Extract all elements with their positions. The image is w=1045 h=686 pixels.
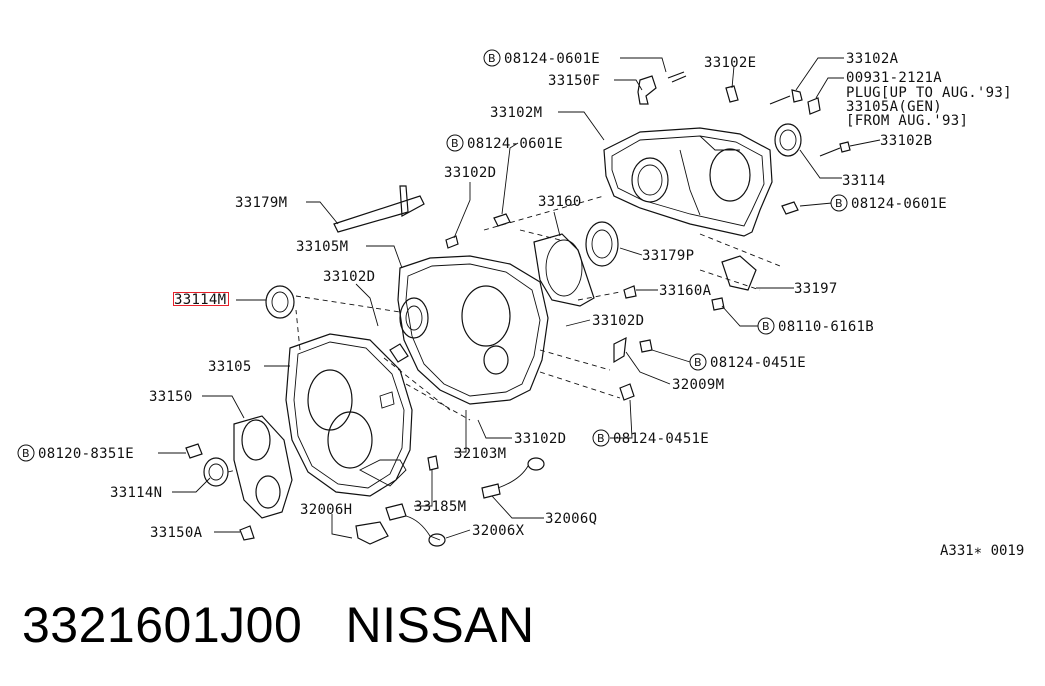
label-32006Q: 32006Q [545, 511, 597, 527]
bolt-marker-text: B [488, 52, 496, 65]
bolt-marker-icon [446, 134, 464, 152]
label-33114M: 33114M [174, 292, 226, 308]
oil-seal-33114 [774, 123, 802, 157]
figure-code: A331∗ 0019 [940, 543, 1025, 559]
label-33160: 33160 [538, 194, 582, 210]
bolt-marker-text: B [22, 447, 30, 460]
highlight-box [173, 292, 229, 306]
part-33179M [333, 185, 425, 233]
label-08124-0601E: 08124-0601E [504, 51, 600, 67]
case-33105M [389, 255, 549, 405]
label-33150: 33150 [149, 389, 193, 405]
bolt-marker-text: B [597, 432, 605, 445]
label-33150A: 33150A [150, 525, 203, 541]
label-33160A: 33160A [659, 283, 712, 299]
label-33102D: 33102D [514, 431, 566, 447]
bolt-marker-icon [757, 317, 775, 335]
label-33105A: 33105A(GEN) [846, 99, 942, 115]
label-08124-0451E: 08124-0451E [710, 355, 806, 371]
bolt-marker-text: B [762, 320, 770, 333]
rear-extension-housing [603, 127, 773, 237]
bolt-marker-icon [17, 444, 35, 462]
label-33102D: 33102D [323, 269, 375, 285]
adapter-plate-33160 [533, 221, 619, 307]
label-33179P: 33179P [642, 248, 694, 264]
bolt-markers: B B B B B B B [17, 49, 848, 462]
small-hardware-top [445, 71, 851, 249]
label-33102M: 33102M [490, 105, 542, 121]
label-33197: 33197 [794, 281, 838, 297]
bolt-marker-icon [483, 49, 501, 67]
oil-seal-33114M [265, 285, 295, 319]
label-08124-0601E: 08124-0601E [467, 136, 563, 152]
bolt-marker-text: B [694, 356, 702, 369]
label-33114N: 33114N [110, 485, 162, 501]
label-from-aug: [FROM AUG.'93] [846, 113, 968, 129]
label-08120-8351E: 08120-8351E [38, 446, 134, 462]
label-08124-0451E: 08124-0451E [613, 431, 709, 447]
label-32006X: 32006X [472, 523, 525, 539]
label-plug: PLUG[UP TO AUG.'93] [846, 85, 1012, 101]
label-33105M: 33105M [296, 239, 348, 255]
label-08110-6161B: 08110-6161B [778, 319, 874, 335]
label-08124-0601E: 08124-0601E [851, 196, 947, 212]
label-33179M: 33179M [235, 195, 287, 211]
part-labels: 08124-0601E 33102E 33102A 00931-2121A PL… [38, 51, 1012, 541]
small-hardware-bottom [185, 255, 757, 547]
label-00931-2121A: 00931-2121A [846, 70, 942, 86]
part-title: 3321601J00 NISSAN [22, 596, 535, 654]
label-33105: 33105 [208, 359, 252, 375]
label-32006H: 32006H [300, 502, 352, 518]
leader-lines [158, 57, 881, 539]
oil-seal-33114N [203, 457, 229, 487]
bolt-marker-text: B [451, 137, 459, 150]
part-number: 3321601J00 [22, 597, 303, 653]
label-33102E: 33102E [704, 55, 756, 71]
label-33114: 33114 [842, 173, 886, 189]
label-33102D: 33102D [592, 313, 644, 329]
bolt-marker-icon [689, 353, 707, 371]
label-32103M: 32103M [454, 446, 506, 462]
label-32009M: 32009M [672, 377, 724, 393]
assembly-lines [227, 195, 781, 473]
bolt-marker-icon [830, 194, 848, 212]
label-33150F: 33150F [548, 73, 600, 89]
label-33102B: 33102B [880, 133, 932, 149]
bolt-marker-icon [592, 429, 610, 447]
case-33105 [285, 333, 413, 497]
label-33102D: 33102D [444, 165, 496, 181]
label-33185M: 33185M [414, 499, 466, 515]
front-cover-33150 [233, 415, 293, 519]
bolt-marker-text: B [835, 197, 843, 210]
title-gap [302, 597, 345, 653]
brand-name: NISSAN [345, 597, 535, 653]
label-33102A: 33102A [846, 51, 899, 67]
